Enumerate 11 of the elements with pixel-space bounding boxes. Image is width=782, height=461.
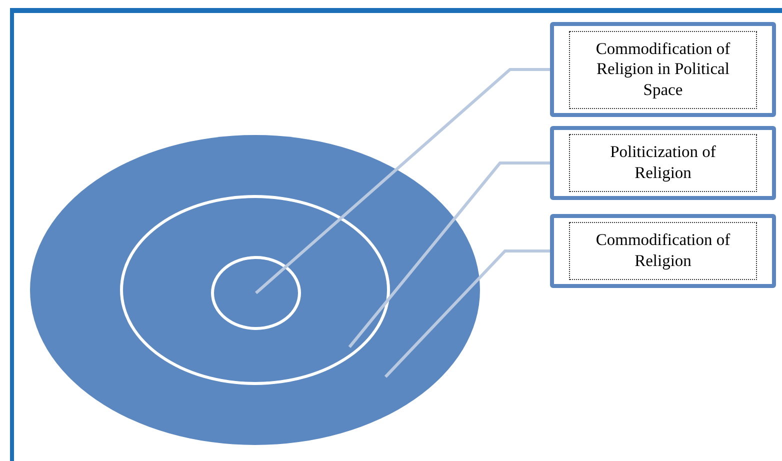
text-box (550, 126, 776, 200)
leader-line (348, 162, 550, 348)
text-box (550, 22, 776, 117)
box-label: Commodification of Religion in Political Space (569, 30, 757, 108)
leader-line (255, 68, 550, 294)
leader-line (384, 250, 550, 378)
text-box (550, 214, 776, 288)
ring-region (211, 256, 301, 330)
box-label: Politicization of Religion (569, 134, 757, 192)
ring-region (120, 195, 390, 385)
box-label: Commodification of Religion (569, 222, 757, 280)
